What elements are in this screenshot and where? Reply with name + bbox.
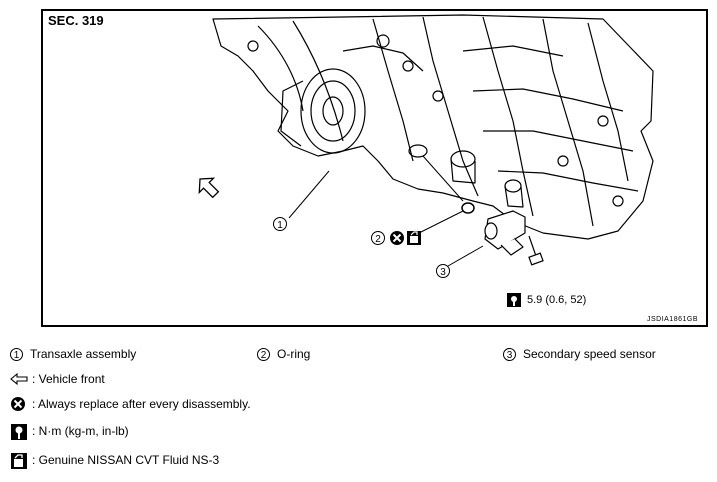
callout-2-label: 2 xyxy=(375,234,381,245)
callout-1-label: 1 xyxy=(277,220,283,231)
torque-wrench-icon xyxy=(10,423,28,440)
legend-label-1: Transaxle assembly xyxy=(30,347,137,361)
always-replace-icon xyxy=(390,231,404,245)
callout-2-circle xyxy=(371,231,385,245)
diagram-figure: SEC. 319 xyxy=(41,9,708,327)
callout-1-circle xyxy=(273,217,287,231)
transaxle-assembly-outline xyxy=(212,14,654,240)
legend-item-1: 1 Transaxle assembly xyxy=(10,347,136,361)
legend-symbol-label-torque: : N·m (kg-m, in-lb) xyxy=(32,424,129,438)
fluid-can-icon xyxy=(407,231,421,245)
legend-label-2: O-ring xyxy=(277,347,311,361)
secondary-speed-sensor xyxy=(484,210,526,256)
figure-code: JSDIA1861GB xyxy=(646,316,698,323)
legend-number-3: 3 xyxy=(503,347,516,361)
legend-symbol-label-always-replace: : Always replace after every disassembly… xyxy=(32,397,251,411)
legend-item-2: 2 O-ring xyxy=(257,347,310,361)
legend-label-3: Secondary speed sensor xyxy=(523,347,656,361)
always-replace-icon xyxy=(10,396,28,412)
callout-3-label: 3 xyxy=(440,267,446,278)
vehicle-front-arrow-icon xyxy=(10,371,28,387)
sensor-bolt xyxy=(528,235,544,266)
callout-3-circle xyxy=(436,264,450,278)
legend-symbol-label-fluid: : Genuine NISSAN CVT Fluid NS-3 xyxy=(32,453,220,467)
section-label: SEC. 319 xyxy=(48,13,104,28)
legend-symbol-torque: : N·m (kg-m, in-lb) xyxy=(10,423,129,440)
legend-item-3: 3 Secondary speed sensor xyxy=(503,347,656,361)
legend-symbol-vehicle-front: : Vehicle front xyxy=(10,371,105,387)
exploded-view-drawing: 1 2 3 xyxy=(198,14,654,307)
fluid-can-icon xyxy=(10,452,28,469)
legend-number-1: 1 xyxy=(10,347,23,361)
legend-symbol-always-replace: : Always replace after every disassembly… xyxy=(10,396,251,412)
legend-symbol-fluid: : Genuine NISSAN CVT Fluid NS-3 xyxy=(10,452,220,469)
o-ring xyxy=(461,202,475,214)
legend-symbol-label-vehicle-front: : Vehicle front xyxy=(32,372,105,386)
torque-spec: 5.9 (0.6, 52) xyxy=(527,294,587,306)
torque-wrench-icon xyxy=(507,293,521,307)
legend-number-2: 2 xyxy=(257,347,270,361)
vehicle-front-arrow-icon xyxy=(198,177,220,199)
